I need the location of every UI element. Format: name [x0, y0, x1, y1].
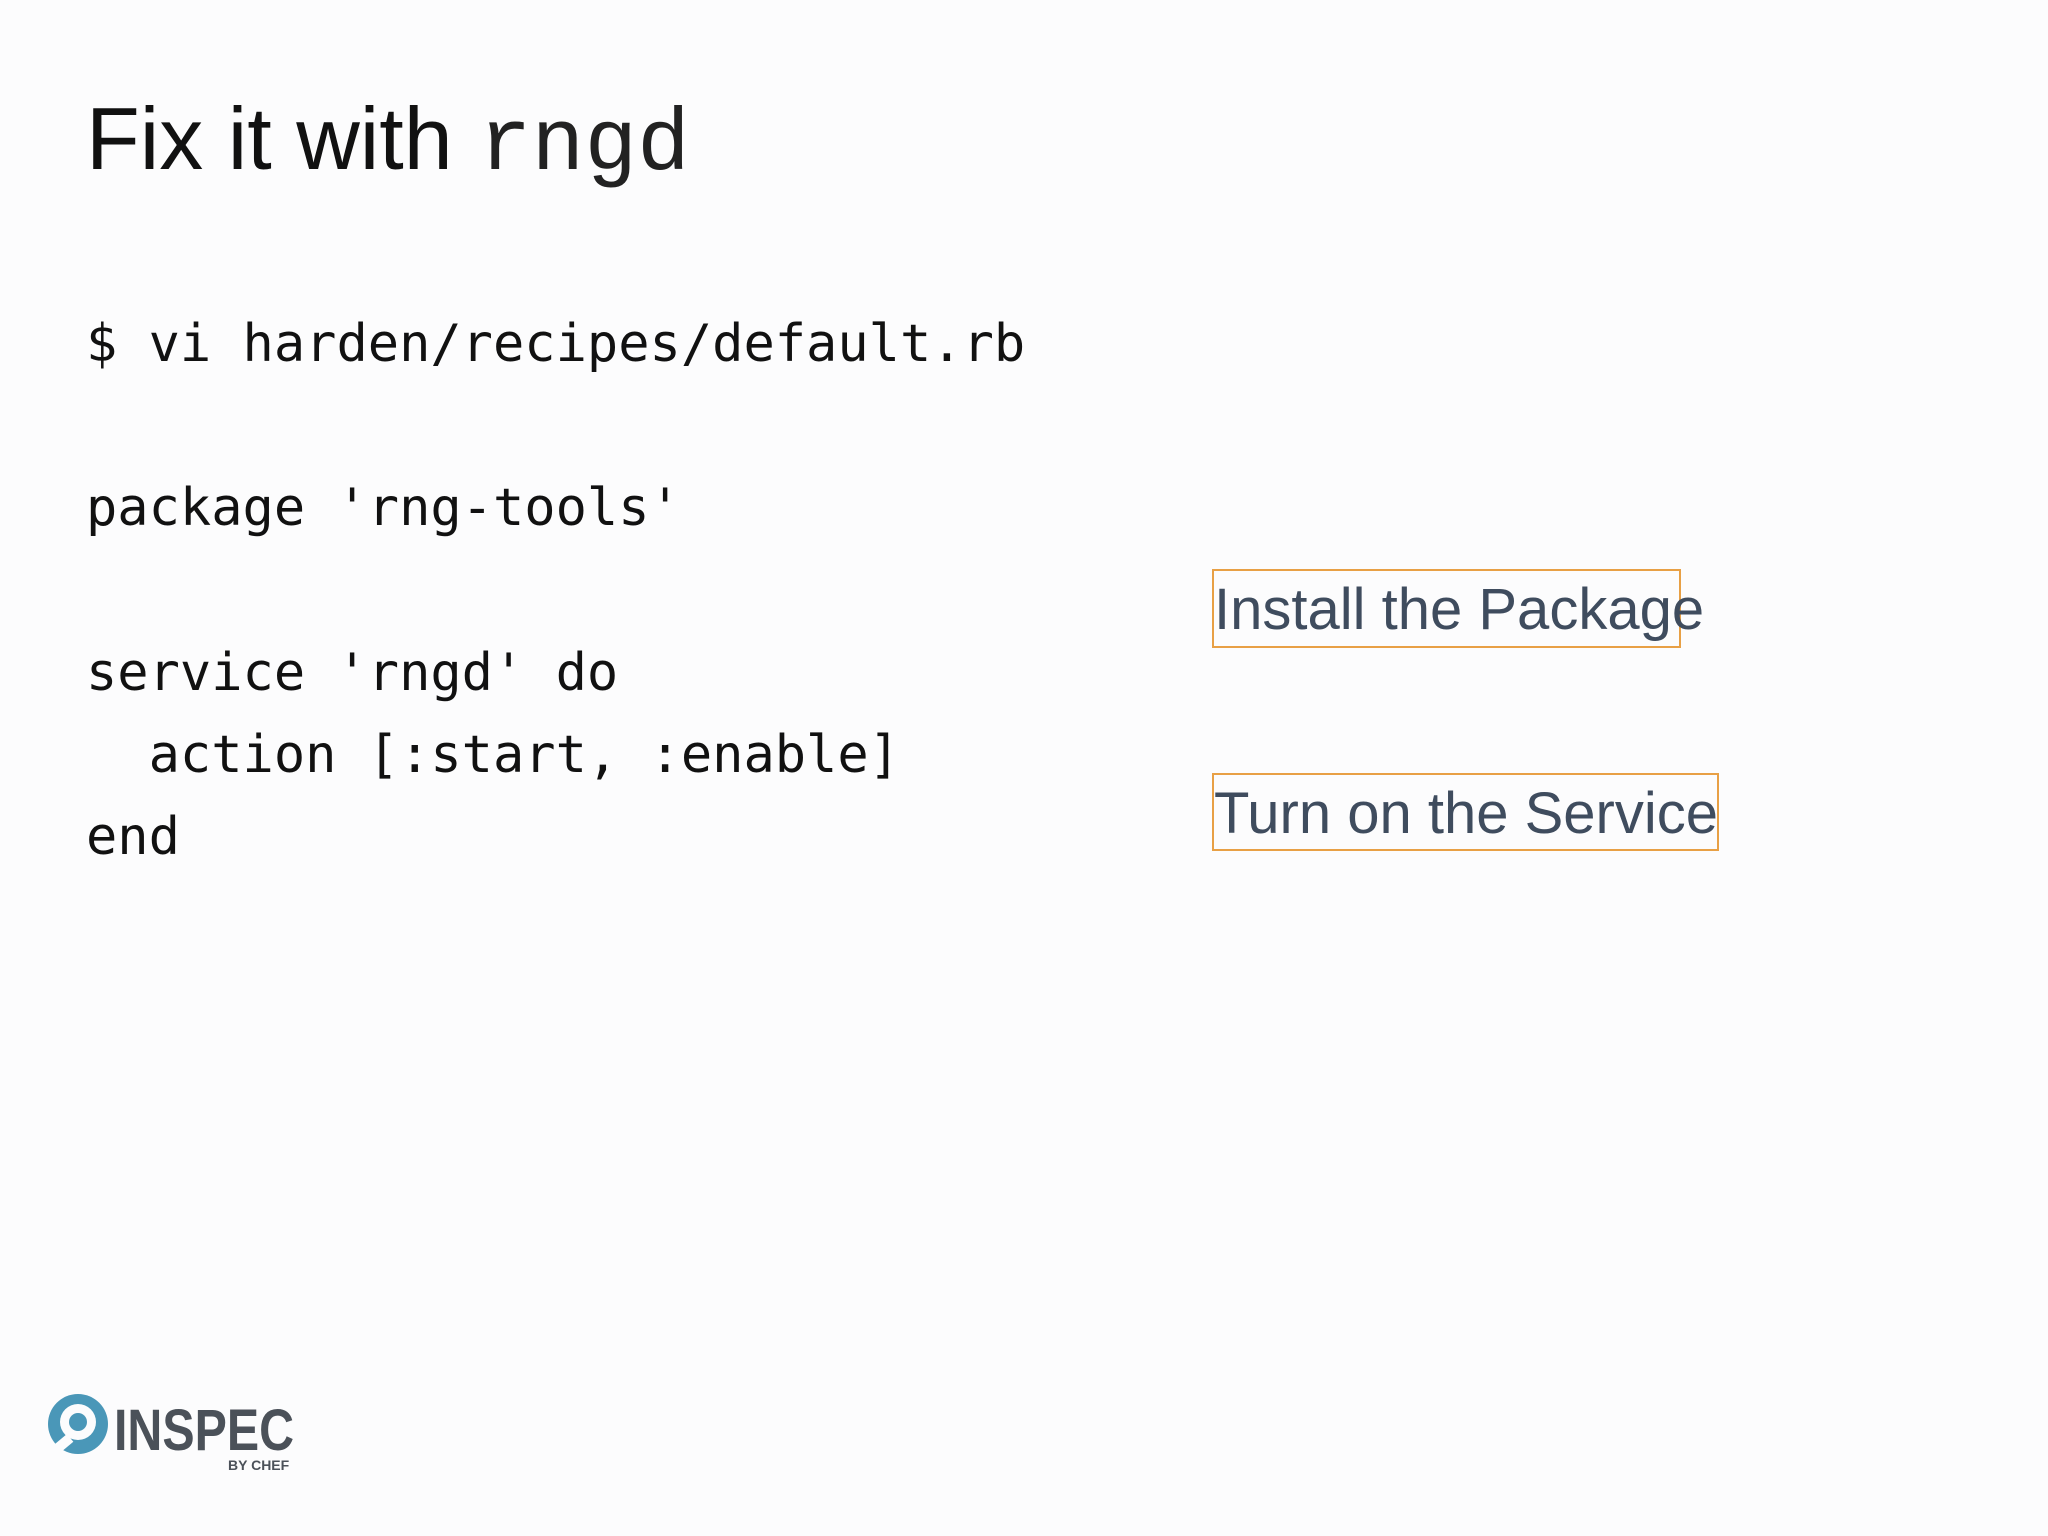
code-line-package: package 'rng-tools': [86, 478, 681, 538]
command-line: $ vi harden/recipes/default.rb: [86, 314, 1026, 374]
code-line-action: action [:start, :enable]: [86, 725, 900, 785]
svg-text:BY CHEF: BY CHEF: [228, 1457, 290, 1472]
install-callout-box: [1212, 569, 1681, 648]
code-line-service: service 'rngd' do: [86, 643, 619, 703]
inspec-logo-icon: INSPEC BY CHEF: [48, 1394, 294, 1473]
service-callout-text: Turn on the Service: [1214, 781, 1718, 846]
service-callout-box: [1212, 773, 1719, 851]
code-line-end: end: [86, 807, 180, 867]
title-code: rngd: [478, 97, 690, 196]
title-text: Fix it with: [86, 89, 453, 188]
slide-title: Fix it with rngd: [86, 88, 690, 198]
svg-text:INSPEC: INSPEC: [114, 1398, 294, 1463]
install-callout-text: Install the Package: [1214, 577, 1705, 642]
inspec-logo: INSPEC BY CHEF: [46, 1382, 306, 1473]
